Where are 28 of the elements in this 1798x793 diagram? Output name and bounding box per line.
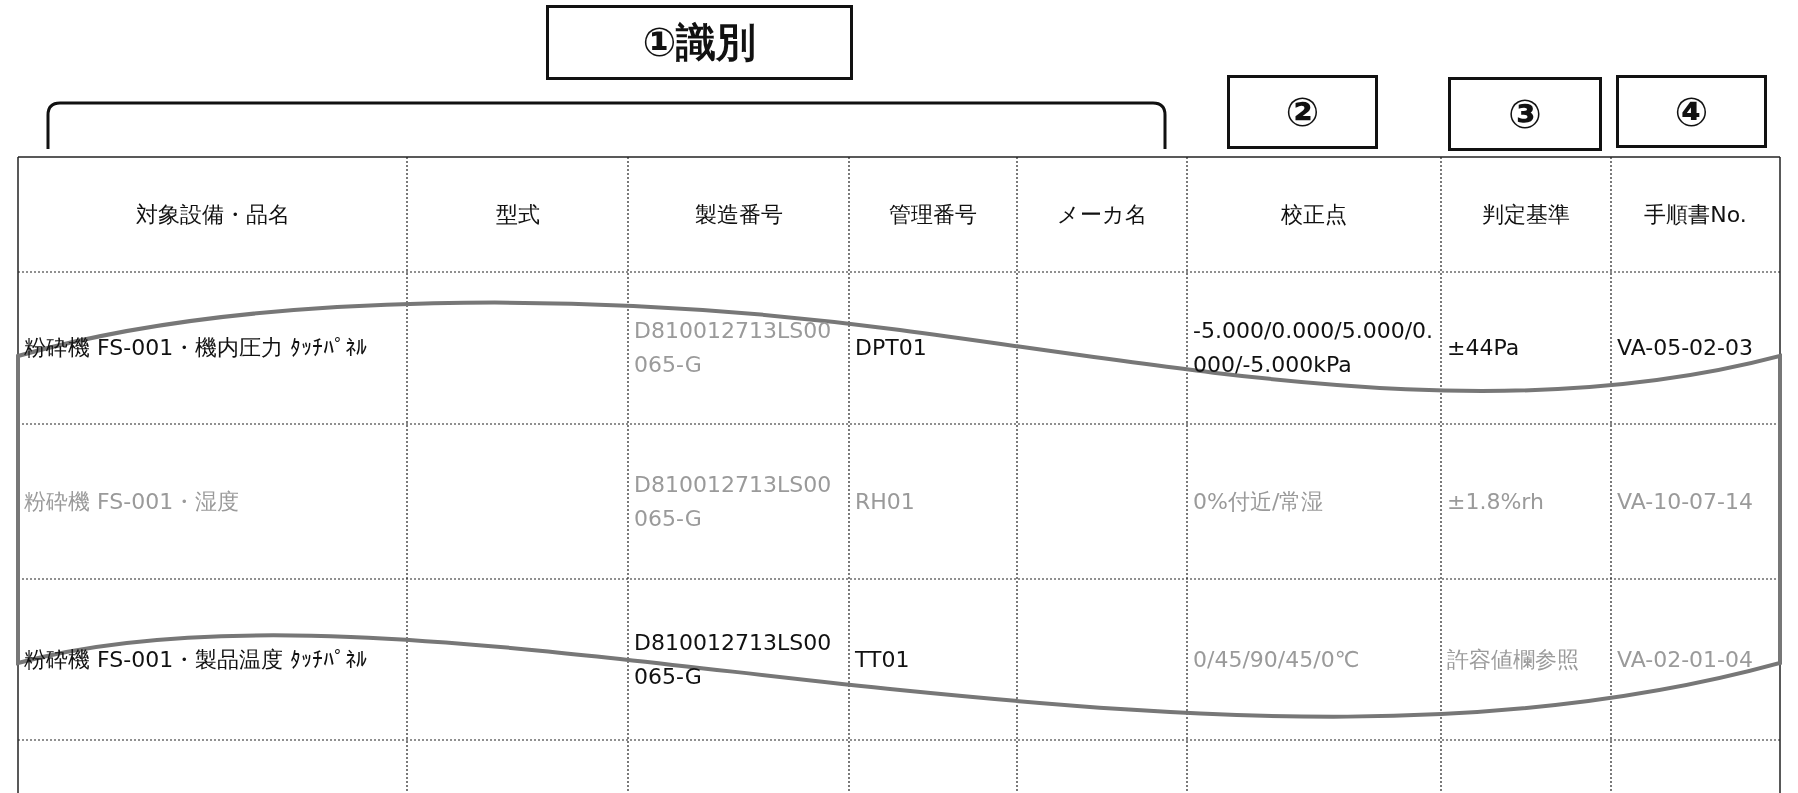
column-header: 校正点 xyxy=(1281,200,1347,229)
table-entry: D810012713LS00065-G xyxy=(634,470,833,533)
heading-box: ② xyxy=(1227,75,1378,149)
table-entry: ±1.8%rh xyxy=(1447,487,1544,516)
table-entry: 許容値欄参照 xyxy=(1447,645,1579,674)
table-entry: VA-02-01-04 xyxy=(1617,645,1753,674)
table-entry: 0/45/90/45/0℃ xyxy=(1193,645,1360,674)
table-entry: ±44Pa xyxy=(1447,334,1520,362)
column-header: 判定基準 xyxy=(1482,200,1570,229)
table-entry: VA-05-02-03 xyxy=(1617,334,1753,362)
column-header: 型式 xyxy=(495,200,540,229)
column-header: 手順書No. xyxy=(1644,200,1747,229)
column-header: メーカ名 xyxy=(1057,200,1147,229)
table-entry: 粉砕機 FS-001・湿度 xyxy=(24,487,240,516)
column-header: 管理番号 xyxy=(889,200,977,229)
heading-box: ④ xyxy=(1616,75,1767,148)
table-entry: TT01 xyxy=(855,645,910,674)
heading-box: ③ xyxy=(1448,77,1602,151)
column-header: 対象設備・品名 xyxy=(135,200,290,229)
table-entry: RH01 xyxy=(855,487,915,516)
table-entry: DPT01 xyxy=(855,334,927,362)
table-entry: 0%付近/常湿 xyxy=(1193,487,1324,516)
table-entry: D810012713LS00065-G xyxy=(634,317,833,379)
table-entry: -5.000/0.000/5.000/0.000/-5.000kPa xyxy=(1193,317,1435,379)
table-entry: D810012713LS00065-G xyxy=(634,628,833,691)
table-entry: VA-10-07-14 xyxy=(1617,487,1753,516)
column-header: 製造番号 xyxy=(694,200,783,229)
heading-box: ①識別 xyxy=(546,5,853,80)
